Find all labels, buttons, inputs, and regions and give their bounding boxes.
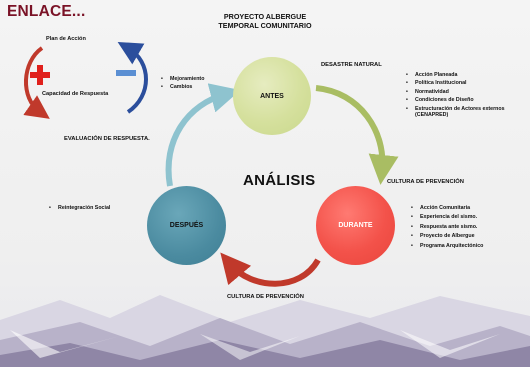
desastre-label: DESASTRE NATURAL (321, 62, 382, 68)
slide-title: ENLACE... (7, 3, 86, 20)
capacidad-respuesta-label: Capacidad de Respuesta (42, 91, 109, 97)
cultura-prevencion-label-right: CULTURA DE PREVENCIÓN (387, 179, 464, 185)
cultura-prevencion-label-bottom: CULTURA DE PREVENCIÓN (227, 294, 304, 300)
mejoramiento-list: Mejoramiento Cambios (161, 76, 204, 92)
list-item: Programa Arquitectónico (411, 243, 483, 249)
durante-list: Acción Comunitaria Experiencia del sismo… (411, 205, 483, 252)
list-item: Experiencia del sismo. (411, 214, 483, 220)
analisis-heading: ANÁLISIS (243, 172, 316, 189)
list-item: Proyecto de Albergue (411, 233, 483, 239)
list-item: Mejoramiento (161, 76, 204, 82)
curved-arrow-icon (315, 85, 399, 185)
durante-label: DURANTE (338, 222, 373, 229)
list-item: Política Institucional (406, 80, 515, 86)
evaluacion-label: EVALUACIÓN DE RESPUESTA. (64, 136, 150, 142)
project-title-line-2: TEMPORAL COMUNITARIO (218, 21, 312, 30)
durante-circle: DURANTE (316, 186, 395, 265)
list-item: Reintegración Social (49, 205, 110, 211)
project-title-line-1: PROYECTO ALBERGUE (223, 12, 307, 21)
list-item: Normatividad (406, 89, 515, 95)
despues-label: DESPUÉS (169, 222, 204, 229)
curved-arrow-icon (165, 83, 241, 187)
plan-accion-label: Plan de Acción (46, 36, 86, 42)
list-item: Acción Comunitaria (411, 205, 483, 211)
antes-label: ANTES (260, 92, 284, 100)
list-item: Respuesta ante sismo. (411, 224, 483, 230)
despues-list: Reintegración Social (49, 205, 110, 211)
antes-list: Acción Planeada Política Institucional N… (406, 72, 515, 120)
curved-arrow-icon (220, 252, 321, 287)
minus-icon (116, 70, 136, 76)
despues-circle: DESPUÉS (147, 186, 226, 265)
antes-circle: ANTES (233, 57, 311, 135)
list-item: Acción Planeada (406, 72, 515, 78)
list-item: Condiciones de Diseño (406, 97, 515, 103)
list-item: Cambios (161, 84, 204, 90)
list-item: Estructuración de Actores externos (CENA… (406, 106, 515, 118)
plus-icon (30, 65, 50, 85)
